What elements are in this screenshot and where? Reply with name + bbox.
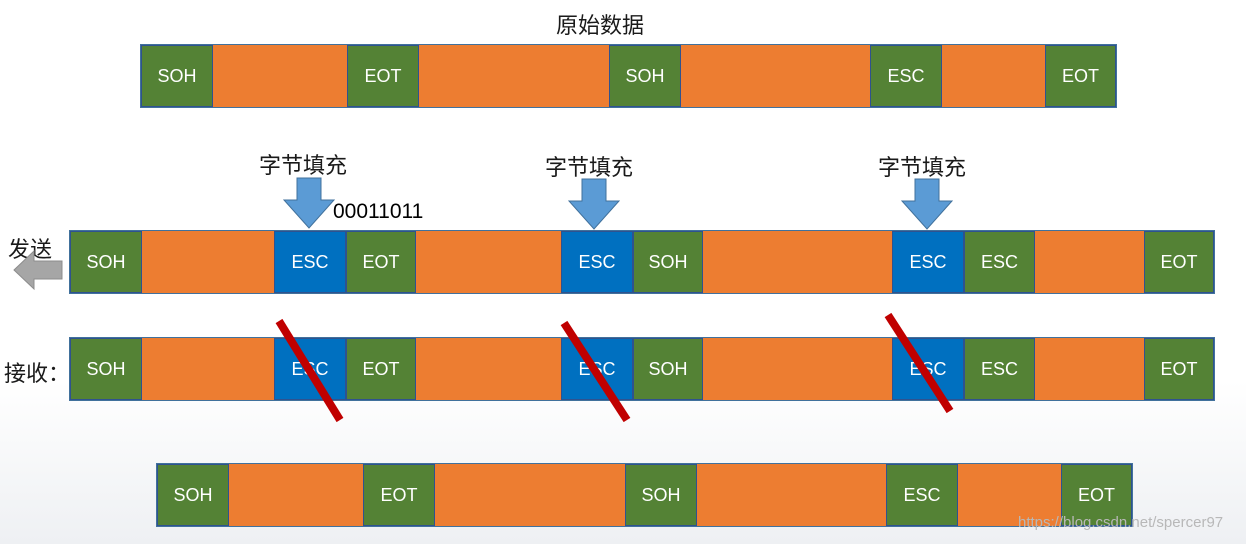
watermark: https://blog.csdn.net/spercer97: [1018, 514, 1224, 531]
original-eot-1: EOT: [347, 45, 419, 107]
receive-eot-2: EOT: [1144, 338, 1214, 400]
send-frame: SOH ESC EOT ESC SOH ESC ESC EOT: [69, 230, 1215, 294]
send-esc-stuffed-1: ESC: [274, 231, 346, 293]
receive-eot-1: EOT: [346, 338, 416, 400]
stuff-label-3: 字节填充: [878, 156, 967, 181]
receive-frame: SOH ESC EOT ESC SOH ESC ESC EOT: [69, 337, 1215, 401]
diagram-title: 原始数据: [556, 14, 645, 39]
original-soh-1: SOH: [141, 45, 213, 107]
send-esc-data: ESC: [964, 231, 1035, 293]
stuff-label-2: 字节填充: [545, 156, 634, 181]
receive-esc-stuffed-3: ESC: [892, 338, 964, 400]
down-arrow-icon: [900, 178, 954, 230]
receive-esc-data: ESC: [964, 338, 1035, 400]
send-soh-1: SOH: [70, 231, 142, 293]
result-soh-1: SOH: [157, 464, 229, 526]
result-frame: SOH EOT SOH ESC EOT: [156, 463, 1133, 527]
send-esc-stuffed-2: ESC: [561, 231, 633, 293]
receive-esc-stuffed-1: ESC: [274, 338, 346, 400]
stuff-label-1: 字节填充: [259, 154, 348, 179]
result-eot-2: EOT: [1061, 464, 1132, 526]
send-eot-1: EOT: [346, 231, 416, 293]
original-frame: SOH EOT SOH ESC EOT: [140, 44, 1117, 108]
receive-soh-2: SOH: [633, 338, 703, 400]
result-soh-2: SOH: [625, 464, 697, 526]
left-arrow-icon: [13, 249, 63, 291]
receive-label: 接收：: [4, 362, 71, 387]
down-arrow-icon: [282, 177, 336, 229]
receive-esc-stuffed-2: ESC: [561, 338, 633, 400]
down-arrow-icon: [567, 178, 621, 230]
result-eot-1: EOT: [363, 464, 435, 526]
original-esc-1: ESC: [870, 45, 942, 107]
send-eot-2: EOT: [1144, 231, 1214, 293]
result-esc-1: ESC: [886, 464, 958, 526]
receive-soh-1: SOH: [70, 338, 142, 400]
esc-binary-value: 00011011: [333, 200, 424, 223]
send-esc-stuffed-3: ESC: [892, 231, 964, 293]
original-eot-2: EOT: [1045, 45, 1116, 107]
send-soh-2: SOH: [633, 231, 703, 293]
original-soh-2: SOH: [609, 45, 681, 107]
